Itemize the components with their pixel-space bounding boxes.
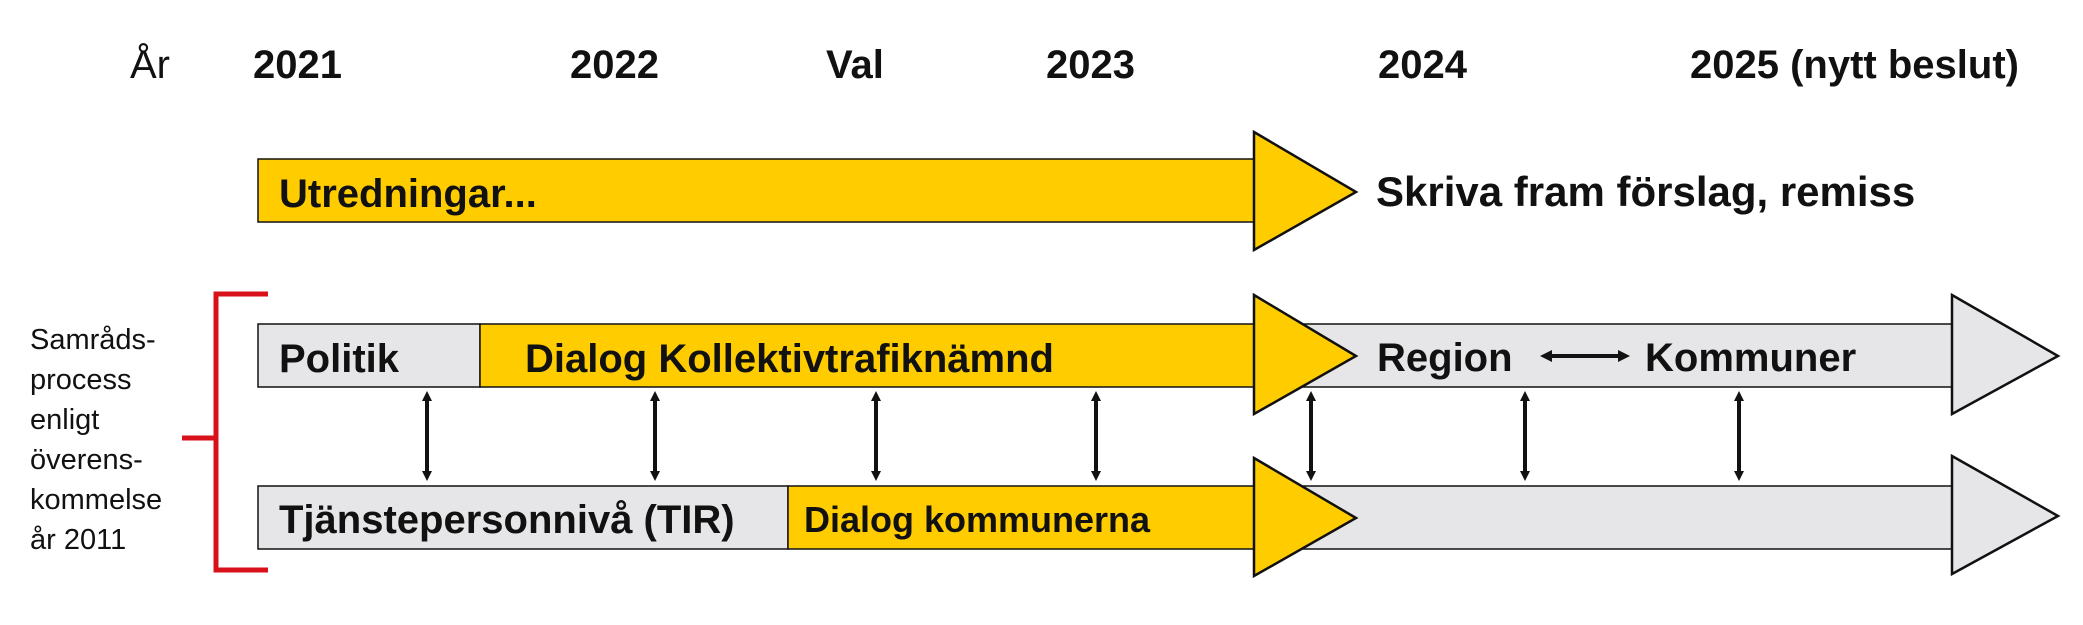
side-note-line-5: kommelse	[30, 484, 162, 516]
year-2023: 2023	[1046, 43, 1135, 87]
side-note-line-4: överens-	[30, 444, 143, 476]
tir-start-label: Tjänstepersonnivå (TIR)	[279, 498, 735, 542]
utredning-label: Utredningar...	[279, 172, 537, 216]
year-2024: 2024	[1378, 43, 1468, 87]
tir-start-box	[257, 485, 789, 550]
politik-yellow-arrowhead	[1252, 292, 1359, 417]
region-label: Region	[1377, 336, 1513, 380]
year-header: År 2021 2022 Val 2023 2024 2025 (nytt be…	[130, 42, 2019, 87]
year-2022: 2022	[570, 43, 659, 87]
politik-start-box	[257, 323, 481, 388]
side-note-line-1: Samråds-	[30, 324, 156, 356]
tir-dialog-bar	[787, 485, 1256, 550]
politik-start-label: Politik	[279, 337, 400, 381]
tir-dialog-label: Dialog kommunerna	[804, 499, 1151, 540]
utredning-arrowhead	[1252, 129, 1359, 253]
tir-yellow-arrowhead	[1252, 455, 1359, 579]
year-2025: 2025 (nytt beslut)	[1690, 43, 2019, 87]
side-note: Samråds- process enligt överens- kommels…	[30, 291, 268, 573]
red-bracket	[213, 291, 268, 573]
tjanstepersoner-row: Tjänstepersonnivå (TIR) Dialog kommunern…	[257, 453, 2061, 579]
side-note-line-6: år 2011	[30, 524, 126, 556]
utredning-bar	[257, 158, 1256, 223]
tir-grey-tail	[1254, 485, 1954, 550]
dialog-connectors	[422, 391, 1744, 481]
utredning-row: Utredningar... Skriva fram förslag, remi…	[257, 129, 1915, 253]
politik-grey-arrowhead	[1950, 292, 2061, 417]
side-note-line-3: enligt	[30, 404, 99, 436]
kommuner-label: Kommuner	[1645, 336, 1856, 380]
politik-dialog-label: Dialog Kollektivtrafiknämnd	[525, 337, 1054, 381]
politik-row: Politik Dialog Kollektivtrafiknämnd Regi…	[257, 292, 2061, 417]
side-note-line-2: process	[30, 364, 132, 396]
year-2021: 2021	[253, 43, 342, 87]
tir-grey-arrowhead	[1950, 453, 2061, 577]
utredning-next-label: Skriva fram förslag, remiss	[1376, 168, 1915, 215]
election-label: Val	[826, 43, 884, 87]
year-axis-label: År	[130, 42, 170, 87]
politik-dialog-bar	[479, 323, 1256, 388]
